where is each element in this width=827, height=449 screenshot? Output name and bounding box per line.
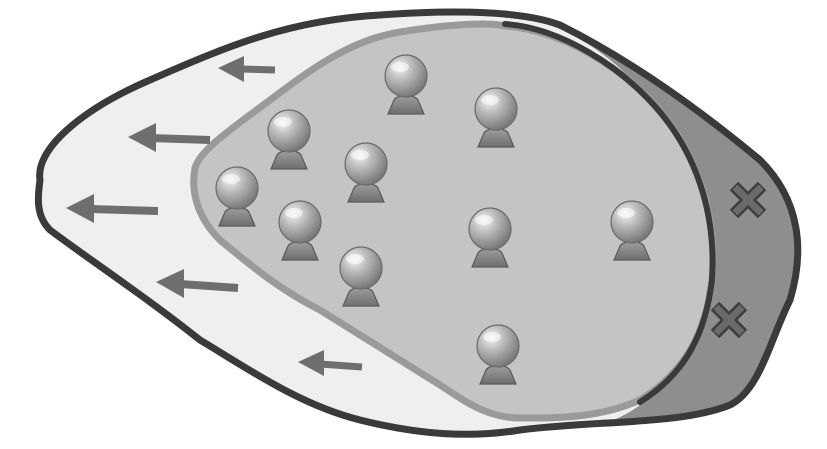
left-arrow-icon (218, 56, 276, 82)
habitat-outline (34, 8, 802, 438)
left-arrow-icon (298, 350, 363, 376)
person-icon (468, 207, 512, 268)
person-icon (267, 109, 311, 170)
person-icon (476, 324, 520, 385)
cross-icon (710, 301, 748, 339)
person-icon (278, 200, 322, 261)
person-icon (215, 166, 259, 227)
left-arrow-icon (128, 123, 211, 152)
cross-icon (729, 181, 767, 219)
person-icon (344, 142, 388, 203)
arrow-group (66, 56, 363, 376)
left-arrow-icon (156, 269, 239, 298)
person-icon (384, 54, 428, 115)
person-icon (610, 200, 654, 261)
person-icon (474, 87, 518, 148)
cross-group (710, 181, 767, 339)
left-arrow-icon (66, 194, 159, 223)
person-icon (339, 246, 383, 307)
person-group (215, 54, 654, 385)
rear-boundary-line (502, 21, 716, 405)
